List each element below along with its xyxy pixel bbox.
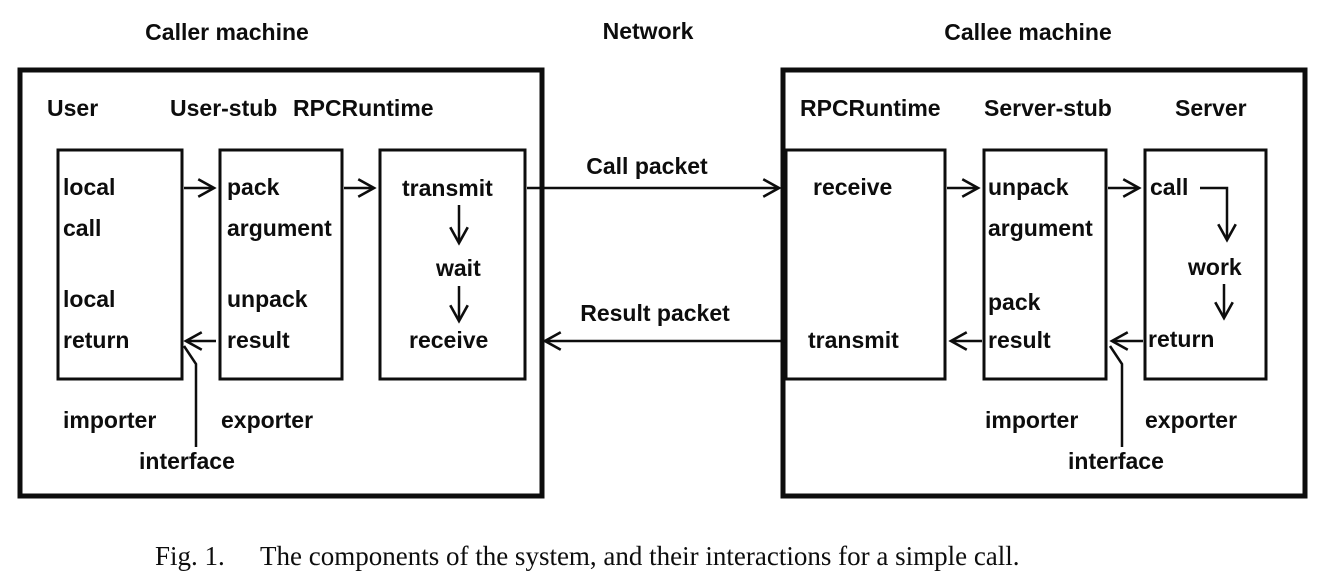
callee-interface-line (1108, 345, 1124, 447)
pack-argument-line2: argument (227, 215, 332, 241)
local-call-line1: local (63, 174, 115, 200)
callee-machine-box (780, 67, 1308, 499)
callee-rpcruntime-title: RPCRuntime (800, 95, 941, 121)
caller-machine-label: Caller machine (145, 19, 309, 45)
pack-result-line2: result (988, 327, 1051, 353)
caller-interface-label: interface (139, 448, 235, 474)
callee-machine-label: Callee machine (944, 19, 1111, 45)
wait-label: wait (435, 255, 481, 281)
unpack-result-line1: unpack (227, 286, 308, 312)
callee-rpcruntime-box (784, 148, 947, 381)
result-packet-label: Result packet (580, 300, 730, 326)
user-stub-title: User-stub (170, 95, 277, 121)
server-box (1143, 148, 1268, 381)
receive-label-callee: receive (813, 174, 892, 200)
transmit-label: transmit (402, 175, 493, 201)
unpack-argument-line1: unpack (988, 174, 1069, 200)
caption-text: The components of the system, and their … (260, 541, 1020, 571)
user-stub-box (218, 148, 344, 381)
transmit-label-callee: transmit (808, 327, 899, 353)
server-stub-title: Server-stub (984, 95, 1112, 121)
local-return-line1: local (63, 286, 115, 312)
caller-rpcruntime-box (378, 148, 527, 381)
unpack-argument-line2: argument (988, 215, 1093, 241)
work-label: work (1187, 254, 1242, 280)
caller-machine-box (17, 67, 545, 499)
local-return-line2: return (63, 327, 129, 353)
callee-exporter-label: exporter (1145, 407, 1237, 433)
receive-label-caller: receive (409, 327, 488, 353)
local-call-line2: call (63, 215, 101, 241)
user-box (56, 148, 184, 381)
caller-interface-line (182, 345, 198, 447)
caller-importer-label: importer (63, 407, 156, 433)
server-title: Server (1175, 95, 1247, 121)
user-title: User (47, 95, 98, 121)
return-label: return (1148, 326, 1214, 352)
callee-interface-label: interface (1068, 448, 1164, 474)
arrow-call-to-work (1200, 186, 1227, 240)
call-packet-label: Call packet (586, 153, 708, 179)
server-stub-box (982, 148, 1108, 381)
unpack-result-line2: result (227, 327, 290, 353)
caller-rpcruntime-title: RPCRuntime (293, 95, 434, 121)
callee-importer-label: importer (985, 407, 1078, 433)
pack-argument-line1: pack (227, 174, 280, 200)
caption-figure-number: Fig. 1. (155, 541, 225, 571)
pack-result-line1: pack (988, 289, 1041, 315)
network-label: Network (603, 18, 694, 44)
caller-exporter-label: exporter (221, 407, 313, 433)
call-label: call (1150, 174, 1188, 200)
